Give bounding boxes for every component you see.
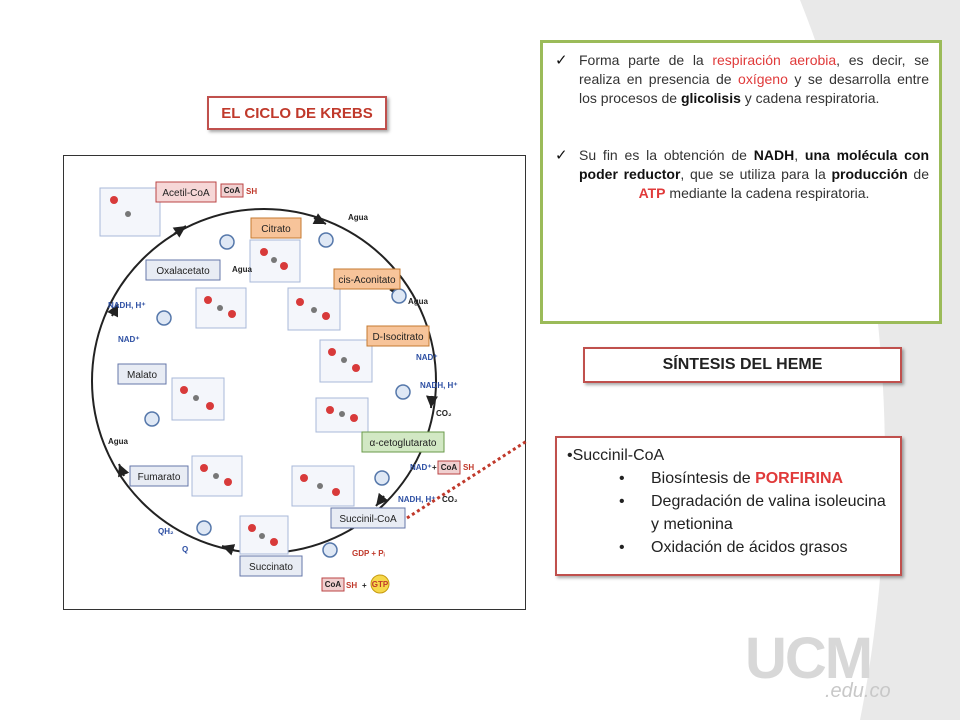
metabolite-succinyl-coa: Succinil-CoA [339, 514, 397, 525]
gdp-label: GDP + Pᵢ [352, 549, 385, 558]
list-main-item: •Succinil-CoA [567, 447, 665, 464]
heme-synthesis-title: SÍNTESIS DEL HEME [583, 347, 902, 383]
agua-label-4: Agua [108, 437, 129, 446]
coa-label-2: CoA [441, 463, 458, 472]
nad-label-1: NAD⁺ [416, 353, 438, 362]
sh-label-2: SH [463, 463, 474, 472]
nadh-label-3: NADH, H⁺ [108, 301, 146, 310]
nadh-label-2: NADH, H⁺ [398, 495, 436, 504]
metabolite-succinate: Succinato [249, 562, 293, 573]
nad-label-3: NAD⁺ [118, 335, 140, 344]
agua-label-1: Agua [348, 213, 369, 222]
co2-label-2: CO₂ [442, 495, 458, 504]
checkmark-icon: ✓ [555, 147, 568, 164]
info-box: ✓ Forma parte de la respiración aerobia,… [540, 40, 942, 324]
info-text-2: Su fin es la obtención de NADH, una molé… [579, 147, 929, 201]
checkmark-icon: ✓ [555, 52, 568, 69]
krebs-cycle-diagram: Acetil-CoA Citrato cis-Aconitato D-Isoci… [63, 155, 527, 610]
page-title: EL CICLO DE KREBS [207, 96, 387, 130]
coa-label-3: CoA [325, 580, 342, 589]
metabolite-malate: Malato [127, 370, 157, 381]
sh-label-1: SH [246, 187, 257, 196]
info-item-aerobic: ✓ Forma parte de la respiración aerobia,… [555, 51, 929, 108]
agua-label-2: Agua [232, 265, 253, 274]
qh2-label: QH₂ [158, 527, 174, 536]
ucm-logo: UCM .edu.co [745, 626, 891, 703]
q-label: Q [182, 545, 188, 554]
list-item: •Biosíntesis de PORFIRINA [619, 470, 844, 487]
agua-label-3: Agua [408, 297, 429, 306]
info-text-1: Forma parte de la respiración aerobia, e… [579, 52, 929, 106]
nadh-label-1: NADH, H⁺ [420, 381, 458, 390]
succinyl-coa-list: •Succinil-CoA •Biosíntesis de PORFIRINA … [555, 436, 902, 576]
metabolite-citrate: Citrato [261, 224, 291, 235]
info-item-nadh: ✓ Su fin es la obtención de NADH, una mo… [555, 146, 929, 203]
metabolite-isocitrate: D-Isocitrato [372, 332, 424, 343]
metabolite-acetyl-coa: Acetil-CoA [162, 188, 210, 199]
list-item: •Degradación de valina isoleucina y meti… [619, 493, 886, 533]
co2-label-1: CO₂ [436, 409, 452, 418]
metabolite-fumarate: Fumarato [138, 472, 181, 483]
metabolite-alpha-ketoglutarate: α-cetoglutarato [370, 438, 437, 449]
plus-label-2: + [362, 581, 367, 590]
metabolite-cis-aconitate: cis-Aconitato [338, 275, 396, 286]
gtp-label: GTP [372, 580, 389, 589]
list-item: •Oxidación de ácidos grasos [619, 539, 848, 556]
nad-label-2: NAD⁺ [410, 463, 432, 472]
plus-label-1: + [432, 463, 437, 472]
metabolite-oxaloacetate: Oxalacetato [156, 266, 210, 277]
coa-label-1: CoA [224, 186, 241, 195]
sh-label-3: SH [346, 581, 357, 590]
